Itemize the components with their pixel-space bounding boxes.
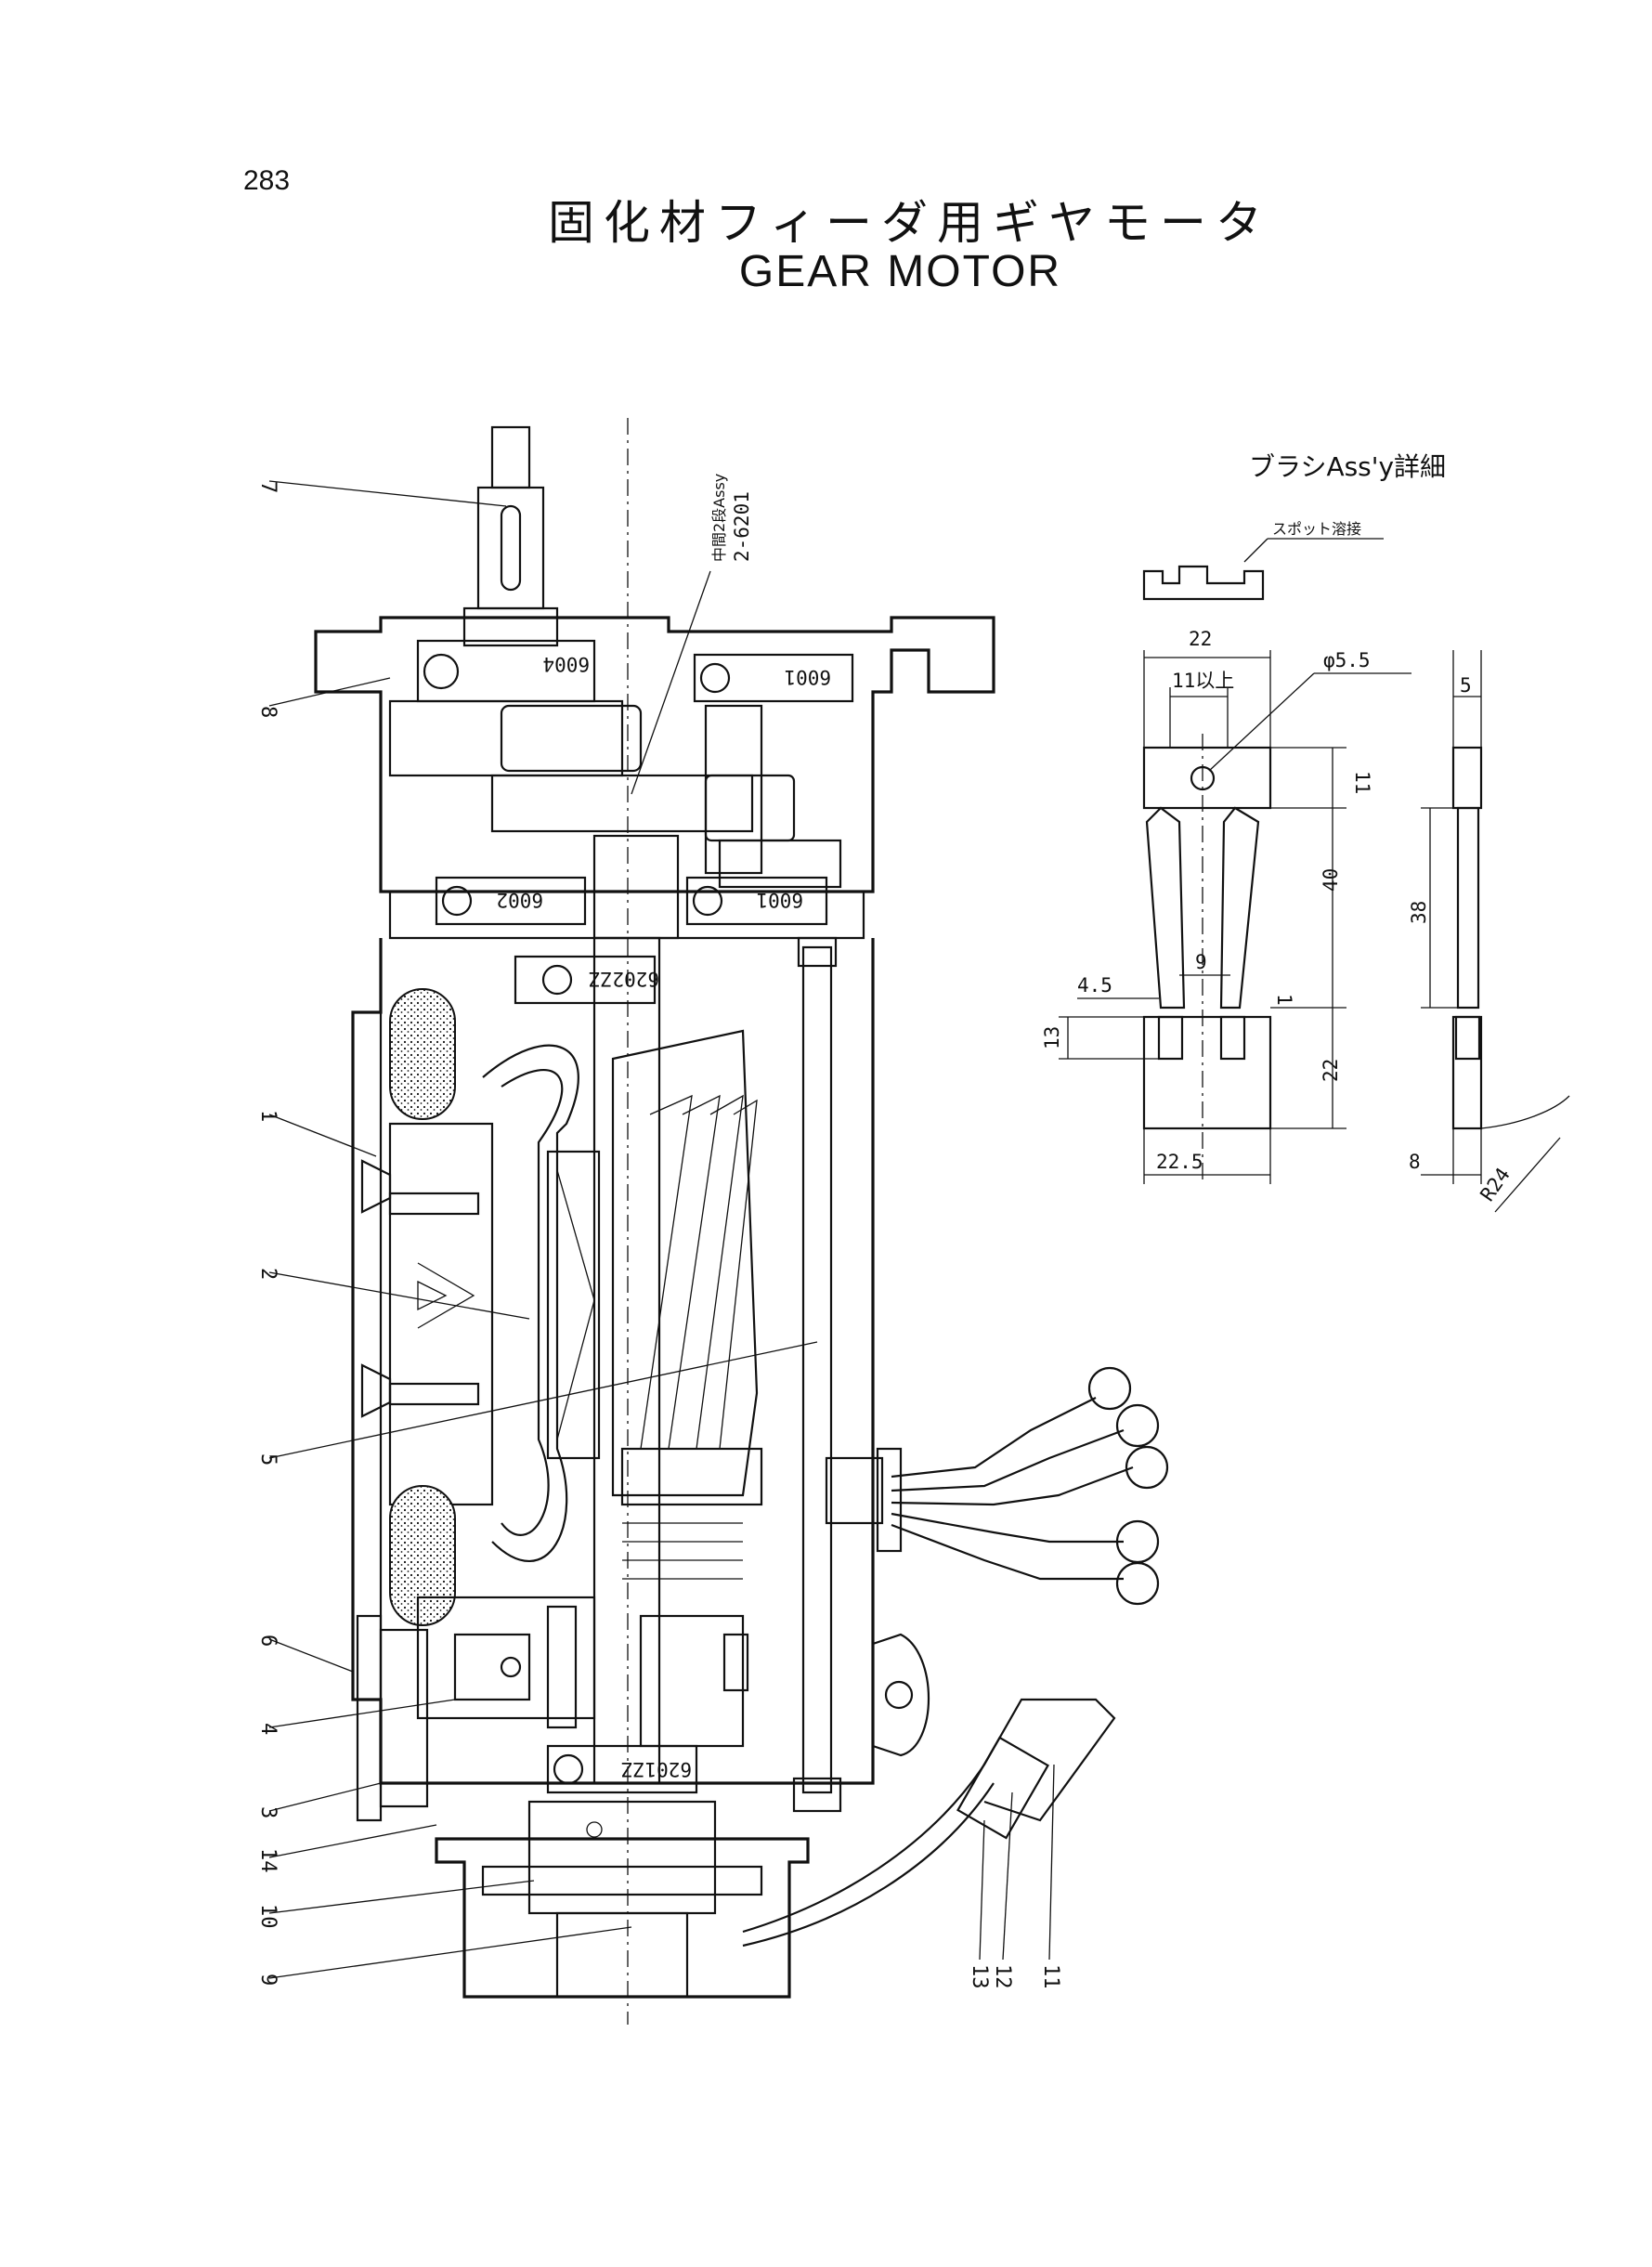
- dim-4-5: 4.5: [1077, 974, 1112, 997]
- bearing-6001-mid: 6001: [756, 889, 803, 911]
- part-label-1: 1: [256, 1110, 280, 1122]
- bearing-labels: 6004 6001 6002 6001 6202ZZ 6201ZZ: [496, 653, 831, 1780]
- dim-9: 9: [1195, 951, 1207, 973]
- gear-assy-code: 2-6201: [731, 491, 753, 562]
- part-label-3: 3: [256, 1806, 280, 1818]
- dim-8: 8: [1409, 1151, 1421, 1173]
- dim-22-side: 22: [1320, 1059, 1342, 1082]
- dim-11-side: 11: [1351, 771, 1373, 794]
- part-label-12: 12: [991, 1964, 1014, 1989]
- dim-1: 1: [1273, 994, 1295, 1006]
- bearing-6202zz: 6202ZZ: [589, 968, 659, 990]
- part-label-6: 6: [256, 1635, 280, 1647]
- page-number: 283: [243, 165, 291, 196]
- dim-phi-5-5: φ5.5: [1323, 649, 1371, 671]
- part-label-13: 13: [968, 1964, 991, 1989]
- bearing-6004: 6004: [542, 653, 590, 675]
- part-label-10: 10: [256, 1904, 280, 1929]
- lead-wires: [742, 1366, 1169, 1948]
- bearing-6002: 6002: [496, 889, 543, 911]
- brush-detail-title: ブラシAss'y詳細: [1249, 451, 1446, 482]
- dim-38: 38: [1408, 901, 1430, 924]
- dim-22-top: 22: [1189, 628, 1212, 650]
- part-label-7: 7: [256, 481, 280, 493]
- part-label-14: 14: [256, 1848, 280, 1873]
- brush-assy-detail: ブラシAss'y詳細 スポット溶接: [1041, 451, 1570, 1213]
- part-label-11: 11: [1039, 1964, 1062, 1989]
- dim-22-5: 22.5: [1156, 1151, 1203, 1173]
- dim-11-min: 11以上: [1172, 670, 1234, 692]
- gear-assy-note: 中間2段Assy 2-6201: [710, 474, 753, 562]
- title-japanese: 固化材フィーダ用ギヤモータ: [548, 196, 1271, 250]
- part-label-4: 4: [256, 1723, 280, 1735]
- part-label-5: 5: [256, 1453, 280, 1466]
- motor-cross-section: [314, 418, 995, 2025]
- bearing-6001-top: 6001: [784, 666, 831, 688]
- bearing-6201zz: 6201ZZ: [621, 1758, 692, 1780]
- title-english: GEAR MOTOR: [738, 247, 1062, 296]
- dim-5: 5: [1460, 674, 1472, 697]
- spot-weld-note: スポット溶接: [1272, 520, 1361, 538]
- part-label-9: 9: [256, 1974, 280, 1986]
- dim-40: 40: [1320, 868, 1342, 892]
- part-label-8: 8: [256, 706, 280, 718]
- gear-assy-label: 中間2段Assy: [710, 474, 728, 562]
- part-callouts: 7 8 1 2 5 6 4 3 14 10 9 13 12 11: [256, 480, 1062, 1989]
- dim-13: 13: [1041, 1026, 1063, 1049]
- part-label-2: 2: [256, 1268, 280, 1280]
